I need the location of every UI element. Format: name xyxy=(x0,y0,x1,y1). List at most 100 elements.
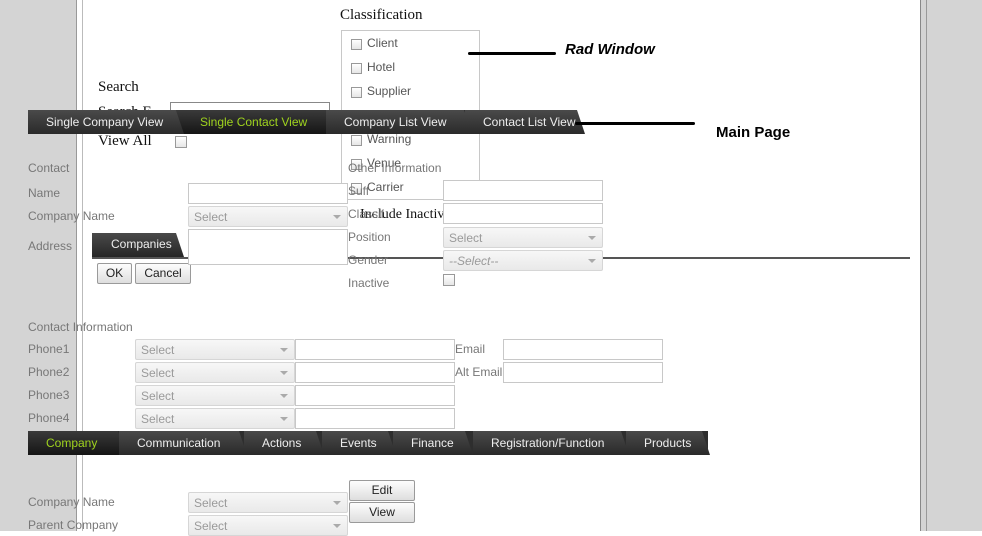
gender-label: Gender xyxy=(348,253,389,267)
select-value: Select xyxy=(194,519,228,533)
tab-label: Events xyxy=(340,436,377,450)
parent-company-select[interactable]: Select xyxy=(188,515,348,536)
chevron-down-icon xyxy=(280,417,288,421)
venue-checkbox[interactable] xyxy=(351,159,362,170)
main-page-annotation: Main Page xyxy=(716,124,791,141)
select-value: Select xyxy=(141,389,175,403)
alt-email-label: Alt Email xyxy=(455,365,503,379)
suffix-label: Suff xyxy=(348,184,370,198)
include-inactive-label: Include Inactiv xyxy=(360,207,445,222)
classification-item-label: Client xyxy=(367,36,398,50)
chevron-down-icon xyxy=(333,215,341,219)
phone2-input[interactable] xyxy=(295,362,455,383)
gender-select[interactable]: --Select-- xyxy=(443,250,603,271)
name-input[interactable] xyxy=(188,183,348,204)
tab-products[interactable]: Products xyxy=(626,431,710,455)
tab-company[interactable]: Company xyxy=(28,431,126,455)
classification-item-label: Supplier xyxy=(367,84,412,98)
tab-finance[interactable]: Finance xyxy=(393,431,473,455)
company-name-select[interactable]: Select xyxy=(188,492,348,513)
chevron-down-icon xyxy=(280,348,288,352)
phone3-type-select[interactable]: Select xyxy=(135,385,295,406)
carrier-checkbox[interactable] xyxy=(351,183,362,194)
classification-item-label: Carrier xyxy=(367,180,404,194)
companies-tab[interactable]: Companies xyxy=(92,233,184,257)
tab-label: Registration/Function xyxy=(491,436,605,450)
classification-item-label: Warning xyxy=(367,132,412,146)
name-label: Name xyxy=(28,186,61,200)
phone1-input[interactable] xyxy=(295,339,455,360)
company-name-select[interactable]: Select xyxy=(188,206,348,227)
select-value: Select xyxy=(141,343,175,357)
tab-label: Company xyxy=(46,436,98,450)
client-checkbox[interactable] xyxy=(351,39,362,50)
tab-label: Actions xyxy=(262,436,302,450)
select-value: Select xyxy=(194,496,228,510)
companies-tab-label: Companies xyxy=(111,237,172,251)
main-page-pointer-line xyxy=(575,122,695,125)
tab-label: Communication xyxy=(137,436,221,450)
tab-label: Single Contact View xyxy=(200,115,308,129)
phone4-input[interactable] xyxy=(295,408,455,429)
tab-actions[interactable]: Actions xyxy=(244,431,324,455)
right-inner-border xyxy=(926,0,927,531)
select-value: Select xyxy=(141,412,175,426)
rad-window-annotation: Rad Window xyxy=(565,41,655,58)
select-value: Select xyxy=(141,366,175,380)
tab-communication[interactable]: Communication xyxy=(119,431,247,455)
classification-item-label: Hotel xyxy=(367,60,396,74)
email-input[interactable] xyxy=(503,339,663,360)
inactive-label: Inactive xyxy=(348,276,390,290)
classification-item-label: Venue xyxy=(367,156,402,170)
ok-button[interactable]: OK xyxy=(97,263,132,284)
chevron-down-icon xyxy=(588,236,596,240)
tab-label: Products xyxy=(644,436,692,450)
chevron-down-icon xyxy=(280,371,288,375)
view-button[interactable]: View xyxy=(349,502,415,523)
suffix-input[interactable] xyxy=(443,180,603,201)
phone4-type-select[interactable]: Select xyxy=(135,408,295,429)
tab-single-contact-view[interactable]: Single Contact View xyxy=(176,110,334,134)
contact-information-label: Contact Information xyxy=(28,320,133,334)
hotel-checkbox[interactable] xyxy=(351,63,362,74)
cancel-button[interactable]: Cancel xyxy=(135,263,191,284)
position-select[interactable]: Select xyxy=(443,227,603,248)
supplier-checkbox[interactable] xyxy=(351,87,362,98)
view-all-checkbox[interactable] xyxy=(175,136,187,148)
tab-company-list-view[interactable]: Company List View xyxy=(326,110,472,134)
inactive-checkbox[interactable] xyxy=(443,274,455,286)
chevron-down-icon xyxy=(333,524,341,528)
tab-single-company-view[interactable]: Single Company View xyxy=(28,110,184,134)
rad-window-pointer-line xyxy=(468,52,556,55)
right-frame-border xyxy=(920,0,921,531)
phone2-label: Phone2 xyxy=(28,365,70,379)
contact-section-label: Contact xyxy=(28,161,70,175)
right-page-margin xyxy=(920,0,982,531)
edit-button[interactable]: Edit xyxy=(349,480,415,501)
phone3-input[interactable] xyxy=(295,385,455,406)
alt-email-input[interactable] xyxy=(503,362,663,383)
select-value: Select xyxy=(449,231,483,245)
search-label: Search xyxy=(98,79,139,95)
position-label: Position xyxy=(348,230,391,244)
address-label: Address xyxy=(28,239,73,253)
chevron-down-icon xyxy=(280,394,288,398)
other-information-label: Other Information xyxy=(348,161,442,175)
left-frame-border xyxy=(76,0,77,531)
tab-events[interactable]: Events xyxy=(322,431,396,455)
phone1-label: Phone1 xyxy=(28,342,70,356)
classification-input[interactable] xyxy=(443,203,603,224)
tab-contact-list-view[interactable]: Contact List View xyxy=(465,110,585,134)
address-textarea[interactable] xyxy=(188,229,348,265)
phone2-type-select[interactable]: Select xyxy=(135,362,295,383)
warning-checkbox[interactable] xyxy=(351,135,362,146)
tab-label: Contact List View xyxy=(483,115,576,129)
view-all-label: View All xyxy=(98,133,152,149)
phone1-type-select[interactable]: Select xyxy=(135,339,295,360)
tab-label: Single Company View xyxy=(46,115,164,129)
tab-registration-function[interactable]: Registration/Function xyxy=(473,431,629,455)
company-name-label: Company Name xyxy=(28,209,115,223)
company-name-label: Company Name xyxy=(28,495,115,509)
parent-company-label: Parent Company xyxy=(28,518,119,532)
select-value: Select xyxy=(194,210,228,224)
